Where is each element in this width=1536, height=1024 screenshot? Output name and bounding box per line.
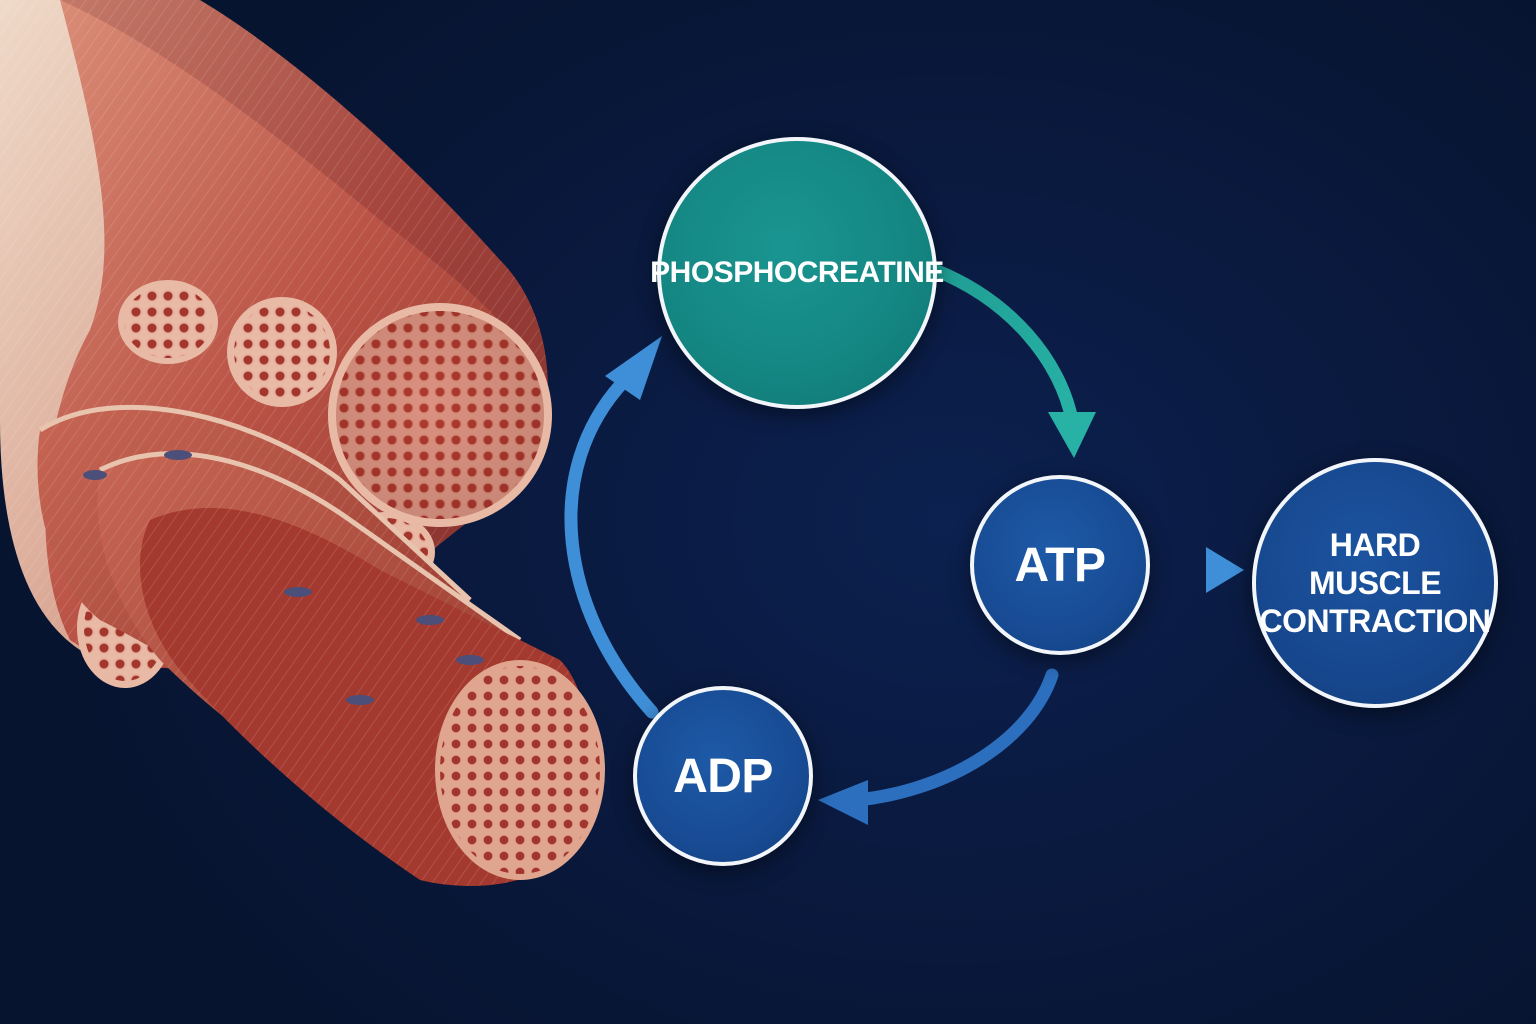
node-atp: ATP — [970, 475, 1150, 655]
nucleus — [416, 615, 444, 625]
node-label: PHOSPHOCREATINE — [650, 256, 944, 289]
node-label: ADP — [673, 749, 773, 803]
nucleus — [284, 587, 312, 597]
arrow-atp-to-adp — [851, 668, 1059, 807]
arrow-adp-to-pcr — [564, 373, 659, 719]
node-label-line: MUSCLE — [1308, 565, 1442, 601]
node-phosphocreatine: PHOSPHOCREATINE — [650, 137, 944, 409]
nucleus — [164, 450, 192, 460]
nucleus — [346, 695, 374, 705]
nucleus — [83, 470, 107, 480]
node-adp: ADP — [633, 686, 813, 866]
node-label-line: CONTRACTION — [1259, 603, 1491, 639]
arrow-pcr-to-atp — [928, 263, 1079, 427]
nucleus — [456, 655, 484, 665]
node-hard-muscle-contraction: HARD MUSCLE CONTRACTION — [1252, 458, 1498, 708]
node-label-line: HARD — [1329, 527, 1421, 563]
node-label: ATP — [1014, 538, 1106, 592]
